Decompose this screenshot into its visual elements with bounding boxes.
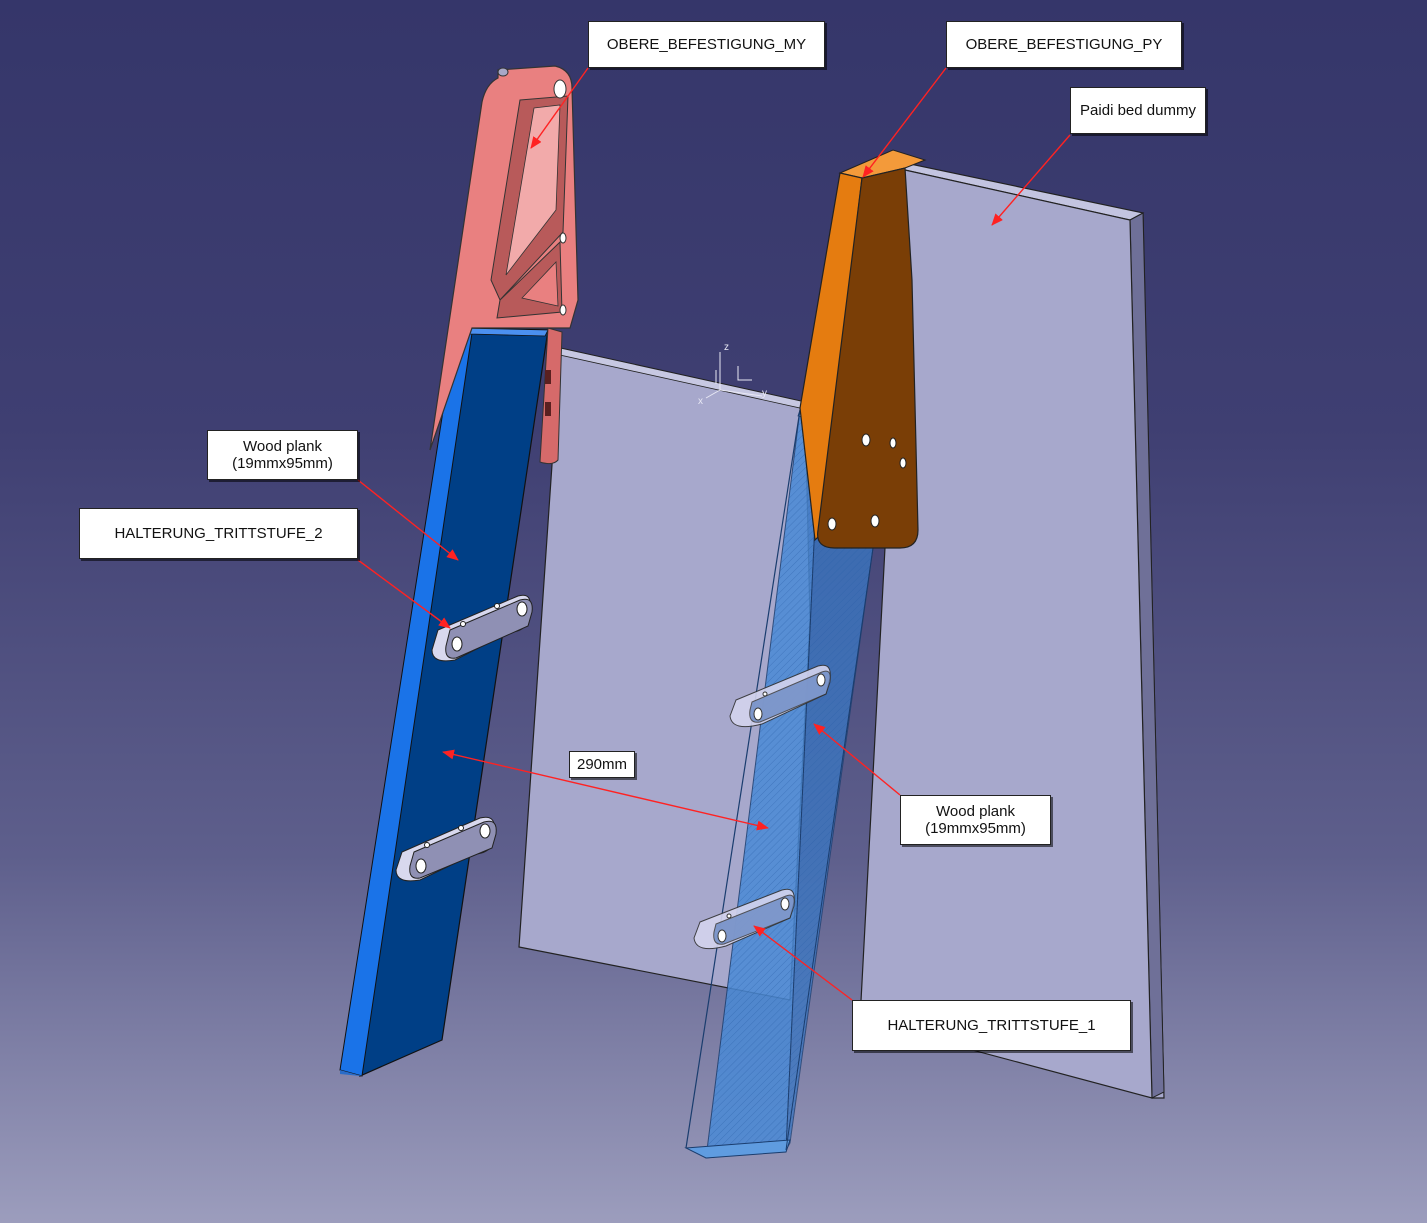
label-obere-befestigung-py: OBERE_BEFESTIGUNG_PY	[946, 21, 1182, 68]
step-support-right-lower	[693, 888, 795, 950]
label-text-line1: Wood plank	[936, 803, 1015, 820]
label-text: HALTERUNG_TRITTSTUFE_1	[887, 1017, 1096, 1034]
label-wood-plank-left: Wood plank (19mmx95mm)	[207, 430, 358, 480]
dimension-290mm	[442, 749, 769, 831]
axis-x-label: x	[698, 396, 703, 407]
label-text: OBERE_BEFESTIGUNG_MY	[606, 36, 807, 53]
paidi-bed-dummy-panel	[859, 162, 1165, 1099]
label-text: Paidi bed dummy	[1080, 102, 1196, 119]
leader-wood-right	[813, 723, 901, 796]
bracket-obere-befestigung-py	[799, 149, 927, 549]
label-text: HALTERUNG_TRITTSTUFE_2	[114, 525, 323, 542]
axis-z-label: z	[724, 342, 729, 353]
label-obere-befestigung-my: OBERE_BEFESTIGUNG_MY	[588, 21, 825, 68]
leader-wood-left	[357, 479, 459, 561]
leader-obere-my	[530, 67, 589, 149]
label-halterung-trittstufe-2: HALTERUNG_TRITTSTUFE_2	[79, 508, 358, 559]
leader-halterung-2	[357, 559, 451, 629]
left-wood-plank	[339, 327, 549, 1077]
label-text-line2: (19mmx95mm)	[232, 455, 333, 472]
label-text-line2: (19mmx95mm)	[925, 820, 1026, 837]
label-text: 290mm	[576, 756, 628, 773]
axis-y-label: y	[762, 388, 767, 399]
label-text: OBERE_BEFESTIGUNG_PY	[965, 36, 1163, 53]
label-text-line1: Wood plank	[243, 438, 322, 455]
label-halterung-trittstufe-1: HALTERUNG_TRITTSTUFE_1	[852, 1000, 1131, 1051]
step-support-left-upper	[431, 594, 533, 662]
leader-obere-py	[862, 67, 947, 178]
step-support-right-upper	[729, 664, 831, 728]
leader-arrows	[357, 67, 1071, 1001]
label-wood-plank-right: Wood plank (19mmx95mm)	[900, 795, 1051, 845]
bracket-obere-befestigung-my	[429, 65, 579, 465]
axis-triad: z y x	[698, 342, 767, 407]
leader-halterung-1	[753, 925, 853, 1001]
label-dimension-290mm: 290mm	[569, 751, 635, 778]
leader-paidi	[991, 134, 1071, 226]
label-paidi-bed-dummy: Paidi bed dummy	[1070, 87, 1206, 134]
